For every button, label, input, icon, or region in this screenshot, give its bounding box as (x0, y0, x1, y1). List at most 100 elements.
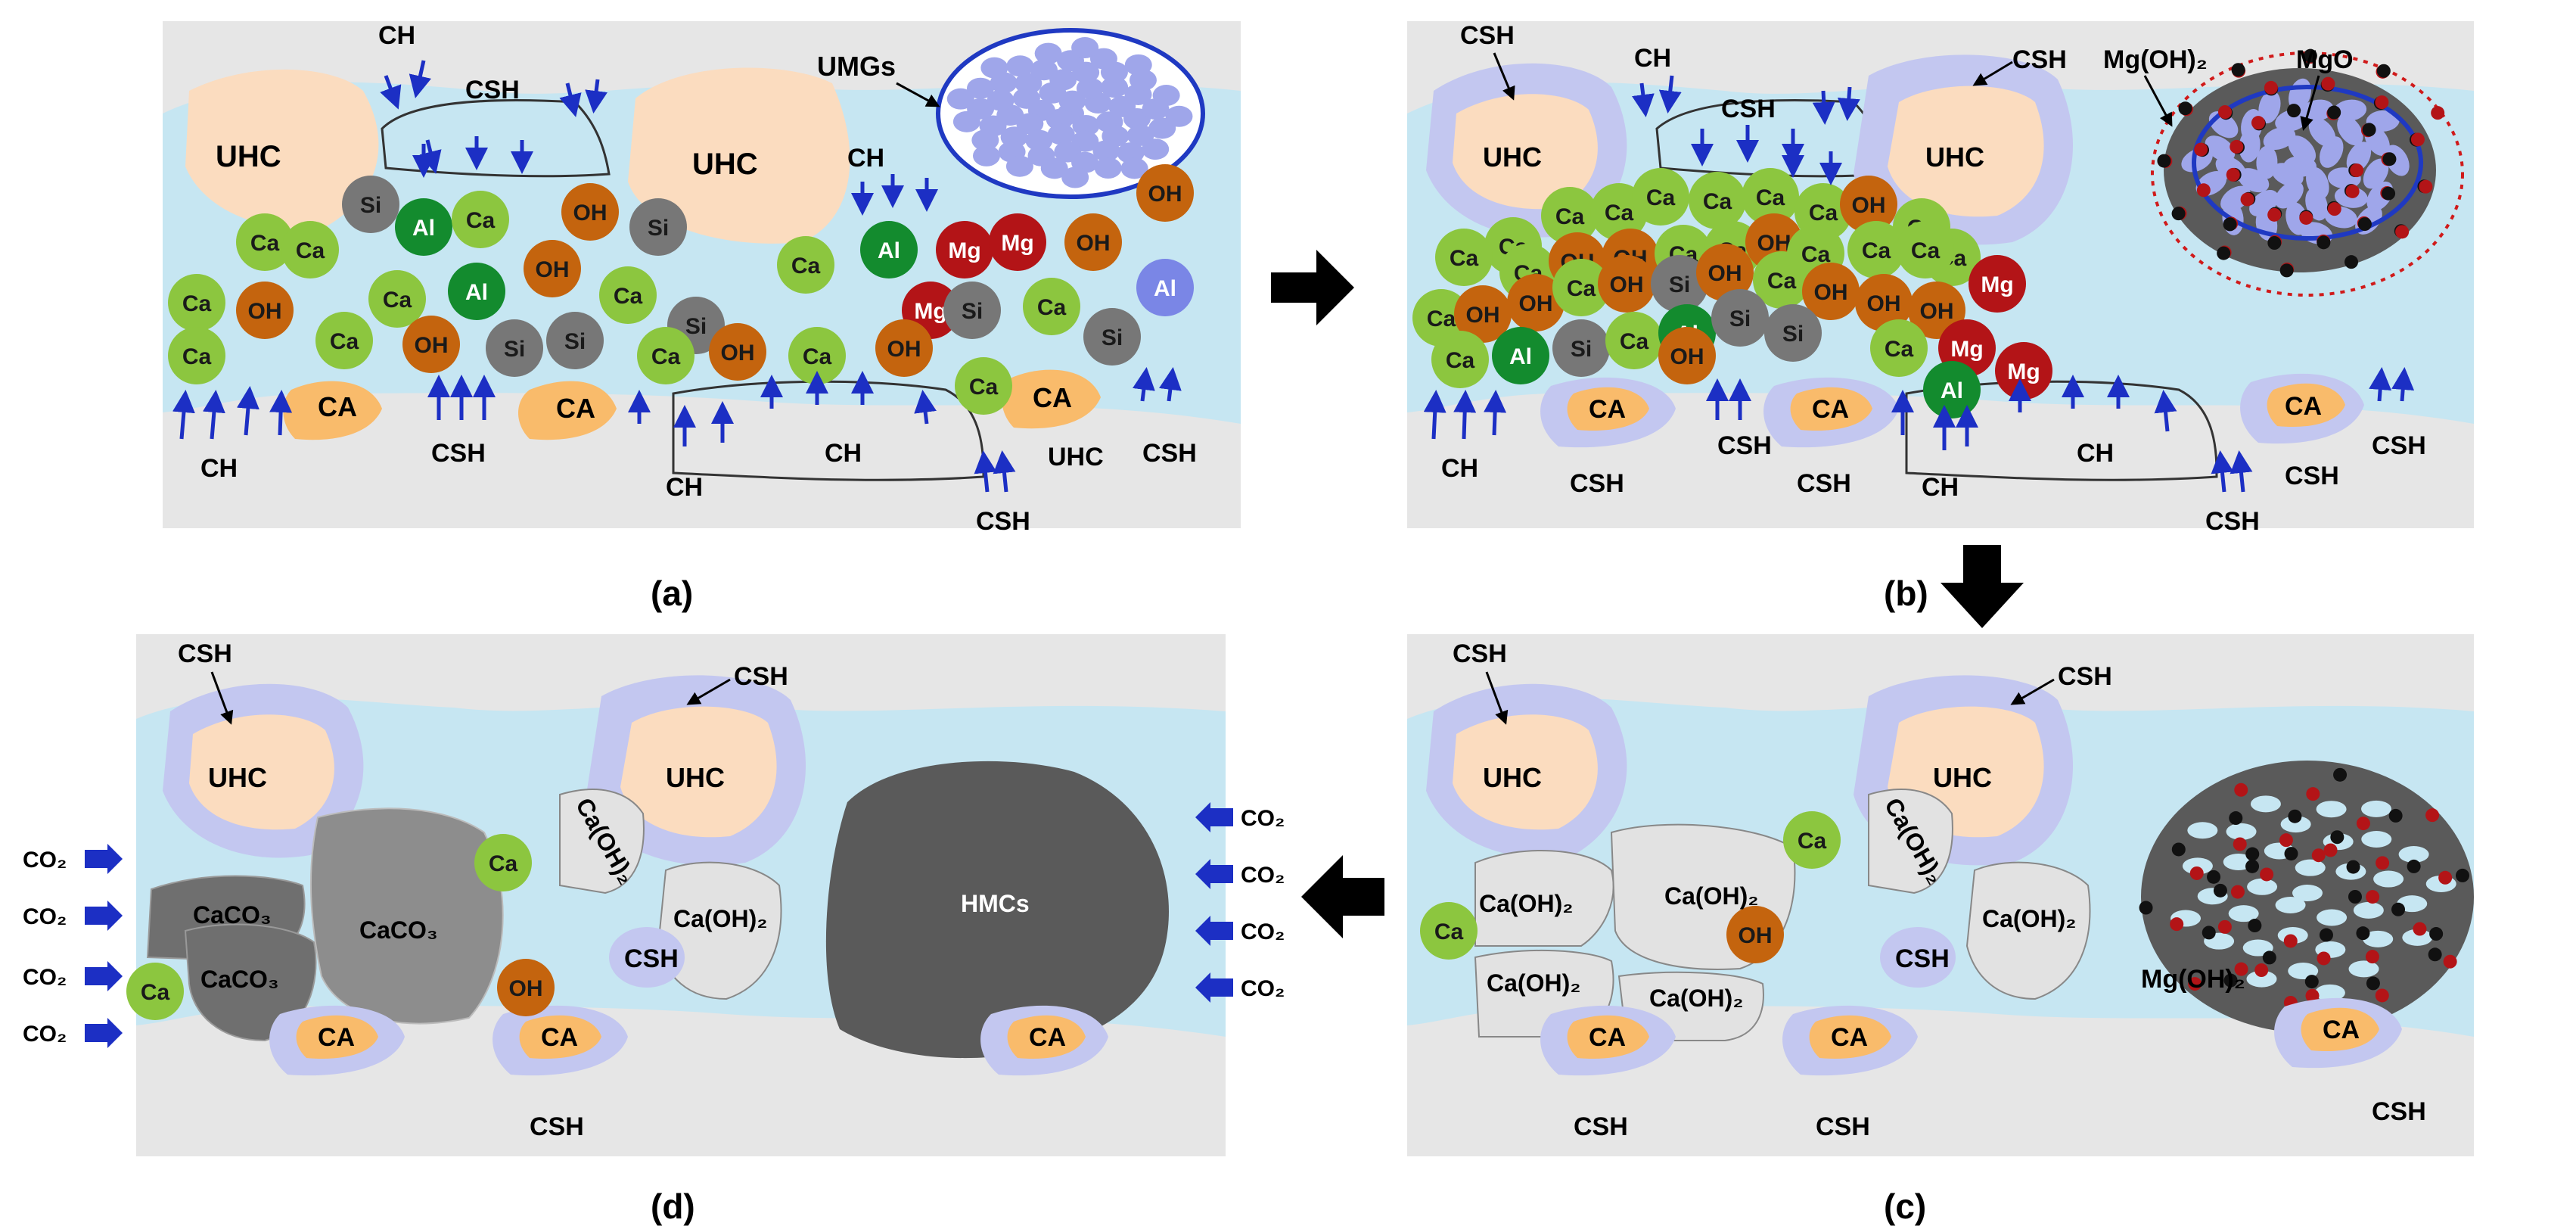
mg-ion: Mg (1995, 342, 2052, 400)
uhc-grain-center (628, 67, 850, 244)
mgoh2-pore (2275, 896, 2306, 913)
precipitate-dot (2350, 163, 2364, 178)
ion-circle (1696, 244, 1754, 301)
ion-circle (342, 176, 399, 233)
ion-label: Ca (1427, 306, 1456, 331)
ion-circle (1742, 168, 1799, 226)
umgs-particle (952, 110, 980, 132)
label-csh-b7: CSH (2205, 507, 2260, 536)
ion-label: Ca (1767, 269, 1797, 294)
precipitate-dot (2262, 950, 2276, 965)
ion-circle (168, 274, 225, 331)
precipitate-dot (2194, 142, 2208, 157)
ca-ion: Ca (168, 274, 225, 331)
oh-ion: OH (875, 319, 933, 377)
caoh2-crystal-d1 (559, 789, 645, 894)
ion-circle (395, 198, 452, 256)
ion-label: Si (1102, 325, 1123, 350)
label-ch-b4: CH (2077, 439, 2114, 468)
ion-label: Ca (1798, 829, 1827, 854)
ion-label: Si (504, 337, 525, 362)
ion-label: Ca (791, 254, 821, 278)
mgoh2-pore (2292, 885, 2323, 901)
precipitate-dot (2305, 988, 2320, 1003)
precipitate-dot (2267, 207, 2282, 222)
oh-ion: OH (1507, 274, 1565, 331)
flux-arrow (202, 390, 225, 440)
mgoh2-pore (2246, 970, 2277, 988)
label-uhc-a1: UHC (216, 140, 281, 173)
flux-arrow (2154, 390, 2177, 432)
ion-label: Ca (1911, 238, 1941, 263)
ion-label: Ca (614, 284, 643, 309)
ion-label: Mg (1981, 272, 2013, 297)
ion-label: Al (412, 216, 435, 241)
co2-arrow-shape (85, 901, 123, 931)
label-csh-a4: CSH (1142, 439, 1197, 468)
ion-label: Al (1941, 378, 1963, 403)
ca-grain-b2 (1790, 387, 1872, 431)
mgoh2-pore (2348, 960, 2379, 978)
si-ion: Si (486, 319, 543, 377)
co2-label: CO₂ (1241, 806, 1285, 831)
label-csh-d2: CSH (734, 662, 788, 691)
ion-label: Ca (489, 851, 518, 876)
ca-ion: Ca (1783, 811, 1841, 869)
umgs-particle (1142, 138, 1170, 160)
ion-circle (1064, 213, 1122, 271)
umgs-particle (1089, 48, 1117, 70)
ion-circle (236, 282, 294, 339)
uhc-grain-left (189, 714, 334, 830)
umgs-particle (1120, 157, 1148, 179)
label-ca-d2: CA (541, 1023, 578, 1052)
ion-circle (629, 198, 687, 256)
ca-grain-a2 (518, 381, 617, 440)
precipitate-dot (2218, 105, 2233, 120)
ion-label: Ca (466, 208, 496, 233)
ion-circle (315, 312, 373, 369)
caption-c: (c) (1884, 1187, 1926, 1226)
precipitate-dot (2327, 202, 2341, 216)
ion-label: OH (721, 341, 755, 366)
mgo-particle (2288, 135, 2317, 164)
label-ca-b2: CA (1812, 395, 1849, 424)
ca-ion: Ca (1023, 278, 1080, 335)
mgo-particle (2271, 163, 2304, 187)
mgo-particle (2333, 99, 2367, 121)
precipitate-dot (2376, 64, 2391, 78)
label-csh-b5: CSH (1570, 469, 1624, 498)
ion-label: OH (1610, 272, 1644, 297)
hmcs-cluster (825, 761, 1169, 1059)
ion-label: Ca (1555, 204, 1585, 229)
precipitate-dot (2362, 123, 2376, 137)
precipitate-dot (2357, 217, 2372, 232)
caption-a: (a) (651, 574, 693, 613)
umgs-particle (980, 57, 1008, 79)
ion-label: Ca (182, 291, 212, 316)
oh-ion: OH (561, 183, 619, 241)
co2-arrow: CO₂ (23, 901, 123, 931)
co2-label: CO₂ (23, 904, 67, 929)
ca-grain-b3 (2267, 383, 2345, 428)
ion-circle (1492, 327, 1549, 384)
ion-circle (1454, 285, 1512, 343)
ion-circle (1840, 176, 1897, 233)
precipitate-dot (2189, 866, 2204, 880)
umgs-particle (1124, 54, 1152, 76)
mgo-core-outline (2192, 85, 2423, 241)
co2-label: CO₂ (23, 1022, 67, 1047)
flux-arrow (2391, 367, 2415, 402)
precipitate-dot (2455, 868, 2469, 882)
precipitate-dot (2323, 843, 2338, 857)
label-csh-a2: CSH (431, 439, 486, 468)
umgs-particle (971, 129, 999, 151)
label-caco3-d3: CaCO₃ (359, 916, 438, 944)
ion-circle (452, 191, 509, 248)
si-ion: Si (943, 282, 1001, 339)
precipitate-dot (2346, 860, 2360, 874)
precipitate-dot (2407, 859, 2421, 873)
ion-circle (1969, 255, 2026, 313)
mgoh2-pore (2187, 822, 2218, 839)
co2-arrow: CO₂ (23, 844, 123, 874)
